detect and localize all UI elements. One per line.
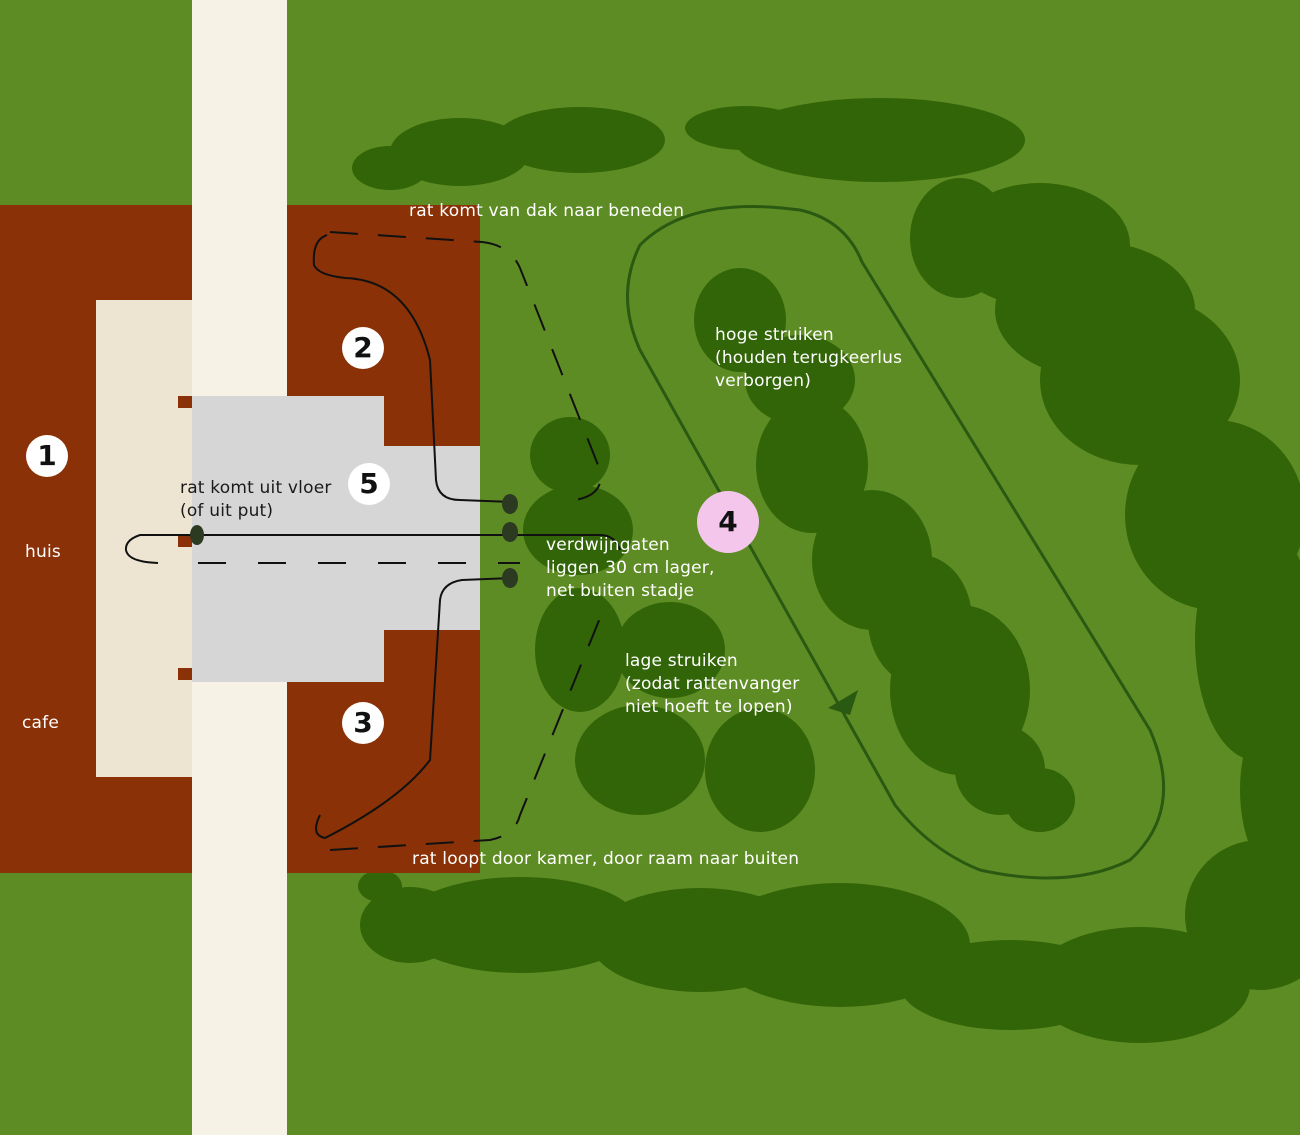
label-line: liggen 30 cm lager, <box>546 558 715 578</box>
door-mark <box>178 668 192 680</box>
route-room-solid <box>315 577 513 840</box>
plaza <box>192 396 480 682</box>
shrubs <box>352 98 1300 1043</box>
disappear-holes <box>190 494 518 588</box>
shrub-low <box>530 417 610 493</box>
shrub-tall <box>1005 768 1075 832</box>
hole <box>502 494 518 514</box>
label-line: verdwijngaten <box>546 535 670 555</box>
return-loop <box>626 205 1166 880</box>
label-rat-dak: rat komt van dak naar beneden <box>409 201 685 221</box>
badge-5: 5 <box>348 463 390 505</box>
loop-arrow-head <box>828 690 858 715</box>
label-huis: huis <box>25 542 61 562</box>
label-verdwijngaten: verdwijngaten liggen 30 cm lager, net bu… <box>546 534 715 603</box>
route-room-dashed <box>329 617 601 851</box>
hole <box>190 525 204 545</box>
label-line: lage struiken <box>625 651 738 671</box>
hole <box>502 568 518 588</box>
shrub-bottom <box>1030 927 1250 1043</box>
label-line: (houden terugkeerlus <box>715 348 903 368</box>
label-line: hoge struiken <box>715 325 834 345</box>
badge-1: 1 <box>26 435 68 477</box>
label-line: (of uit put) <box>180 501 274 521</box>
route-floor-solid <box>124 534 196 564</box>
label-line: verborgen) <box>715 371 812 391</box>
shrub-top <box>735 98 1025 182</box>
shrub-low <box>705 708 815 832</box>
label-rat-kamer: rat loopt door kamer, door raam naar bui… <box>412 849 800 869</box>
shrub-low <box>575 705 705 815</box>
rat-routes <box>124 231 621 851</box>
shrub-top <box>495 107 665 173</box>
shrub-tall <box>756 397 868 533</box>
label-line: net buiten stadje <box>546 581 695 601</box>
shrub-low <box>535 588 625 712</box>
shrub-top <box>390 118 530 186</box>
door-mark <box>178 396 192 408</box>
label-lage-struiken: lage struiken (zodat rattenvanger niet h… <box>625 650 800 719</box>
badge-2: 2 <box>342 327 384 369</box>
route-roof-solid <box>312 234 513 503</box>
label-line: rat komt uit vloer <box>180 478 332 498</box>
shrub-right <box>1240 700 1300 880</box>
label-rat-vloer: rat komt uit vloer (of uit put) <box>180 477 332 523</box>
shrub-low <box>523 485 633 575</box>
shrub-low <box>615 602 725 698</box>
badge-3: 3 <box>342 702 384 744</box>
route-roof-dashed <box>329 231 602 501</box>
label-hoge-struiken: hoge struiken (houden terugkeerlus verbo… <box>715 324 902 393</box>
label-line: (zodat rattenvanger <box>625 674 800 694</box>
route-floor-solid <box>196 534 621 551</box>
badge-4: 4 <box>697 491 759 553</box>
shrub-right <box>1195 520 1300 760</box>
shrub-right <box>1040 295 1240 465</box>
shrub-bottom <box>400 877 640 973</box>
shrub-tall <box>694 268 786 372</box>
hole <box>502 522 518 542</box>
door-mark <box>178 535 192 547</box>
label-cafe: cafe <box>22 713 60 733</box>
label-line: niet hoeft te lopen) <box>625 697 793 717</box>
